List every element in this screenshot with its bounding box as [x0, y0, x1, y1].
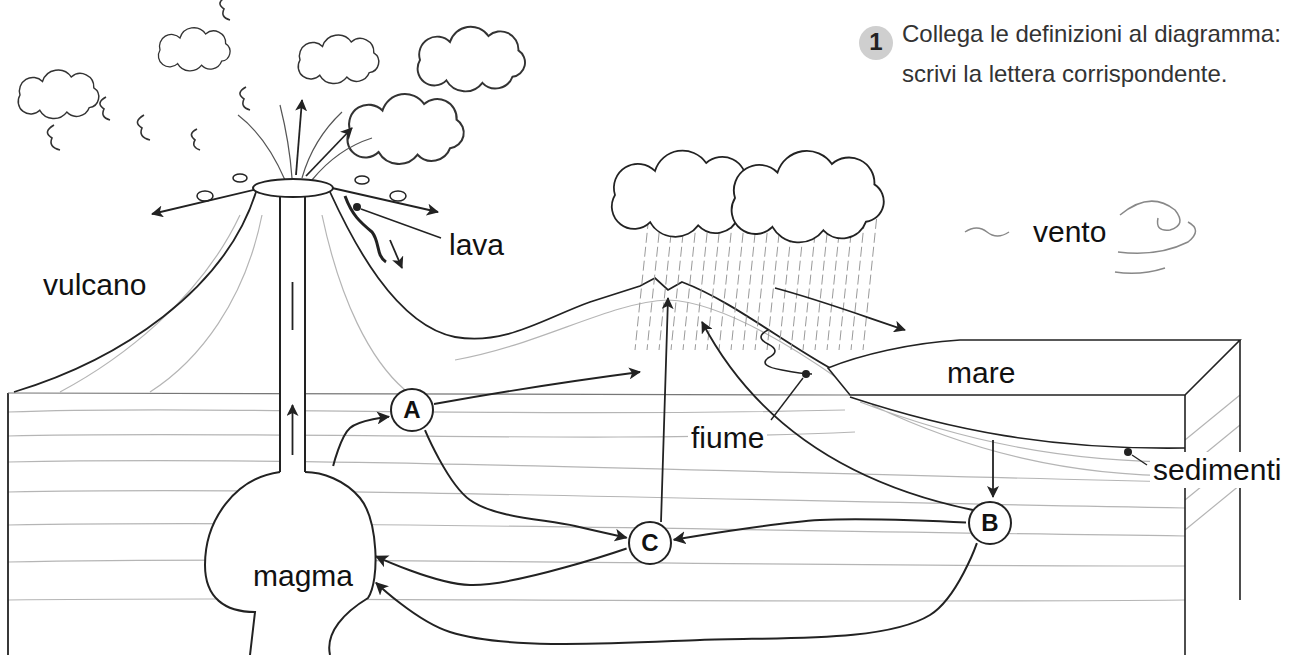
- part-label: vento: [1030, 214, 1109, 250]
- node-text: C: [641, 529, 658, 557]
- ash-cloud: [18, 70, 99, 118]
- terrain: [8, 192, 850, 655]
- leader-dot: [1124, 448, 1132, 456]
- ash-cloud: [298, 35, 379, 83]
- rock-letter-circle: B: [968, 501, 1012, 545]
- wind-swirl: [1115, 268, 1165, 273]
- stratum-line: [8, 599, 1185, 601]
- ash-cloud: [158, 28, 230, 71]
- part-label: lava: [446, 227, 507, 263]
- rain-cloud: [732, 151, 884, 243]
- exercise-title: Collega le definizioni al diagramma: scr…: [902, 14, 1290, 94]
- cone-layer: [150, 215, 262, 392]
- ash-cloud: [347, 94, 463, 164]
- eruption-arrow: [296, 100, 302, 175]
- part-label: sedimenti: [1150, 452, 1284, 488]
- conduit-fill: [281, 190, 304, 475]
- leader-line: [361, 209, 441, 238]
- lava-drop: [355, 176, 369, 184]
- volcano-slope: [14, 192, 256, 392]
- node-text: magma: [253, 558, 353, 594]
- mountain-layer: [455, 300, 840, 380]
- eruption-arrow: [152, 186, 270, 214]
- leader-line: [771, 378, 803, 420]
- uplift-arrow: [702, 322, 973, 510]
- cycle-arrow: [425, 430, 627, 538]
- stratum-line: [8, 560, 1185, 566]
- sea-floor: [850, 397, 1185, 448]
- cycle-arrow: [376, 543, 977, 644]
- cycle-arrow: [333, 417, 389, 466]
- wind: [965, 201, 1196, 273]
- leader-dot: [353, 203, 361, 211]
- block-top-edge: [8, 393, 850, 395]
- magma-chamber: magma: [232, 468, 374, 600]
- node-text: A: [403, 396, 420, 424]
- sea-block: [828, 340, 1240, 655]
- deposition-arrow: [992, 440, 994, 497]
- wind-swirl: [1118, 222, 1196, 253]
- ash-scribbles: [47, 0, 250, 150]
- block-side: [1185, 340, 1240, 655]
- lava-drop: [233, 174, 247, 182]
- river: [761, 330, 812, 374]
- wind-swirl: [1120, 201, 1180, 230]
- eruption-arrow: [306, 128, 352, 176]
- erosion-arrow: [775, 288, 905, 330]
- plume-line: [280, 105, 292, 178]
- magma-chamber-fill: [205, 472, 376, 655]
- block-edge: [7, 393, 9, 655]
- stratum-line: [8, 461, 1185, 482]
- eruption-plume: [238, 105, 372, 180]
- rising-magma-arrow: [292, 282, 294, 455]
- eruption-arrows: [152, 100, 438, 214]
- rock-strata: [8, 215, 1240, 601]
- exercise-number: 1: [860, 24, 892, 60]
- eruption-clouds: [18, 0, 525, 164]
- crater: [253, 179, 333, 197]
- lava-flow: [345, 196, 386, 262]
- wind-swirl: [965, 228, 1009, 236]
- leader-line: [1132, 455, 1147, 465]
- uplift-arrows: [434, 298, 973, 522]
- lava-arrow: [390, 240, 402, 268]
- lava-drop: [390, 191, 406, 201]
- node-text: B: [981, 509, 998, 537]
- lava-drops: [197, 174, 406, 201]
- cycle-arrow: [376, 548, 627, 585]
- lava-drop: [197, 191, 213, 201]
- rock-letter-circle: C: [628, 521, 672, 565]
- uplift-arrow: [661, 298, 668, 522]
- magma-chamber-outline: [205, 472, 376, 655]
- sea-surface: [828, 340, 1240, 395]
- uplift-arrow: [434, 372, 640, 404]
- part-label: fiume: [688, 420, 767, 456]
- cone-layer: [322, 215, 405, 390]
- part-label: vulcano: [40, 267, 149, 303]
- rock-letter-circle: A: [390, 388, 434, 432]
- cone-layer: [60, 215, 240, 392]
- cycle-arrow: [674, 519, 966, 540]
- volcanic-conduit: [280, 192, 305, 472]
- plume-line: [312, 138, 372, 180]
- leader-dot: [802, 370, 810, 378]
- stratum-line: [8, 491, 1185, 508]
- ash-cloud: [418, 27, 525, 92]
- part-label: mare: [944, 355, 1018, 391]
- plume-line: [238, 115, 285, 180]
